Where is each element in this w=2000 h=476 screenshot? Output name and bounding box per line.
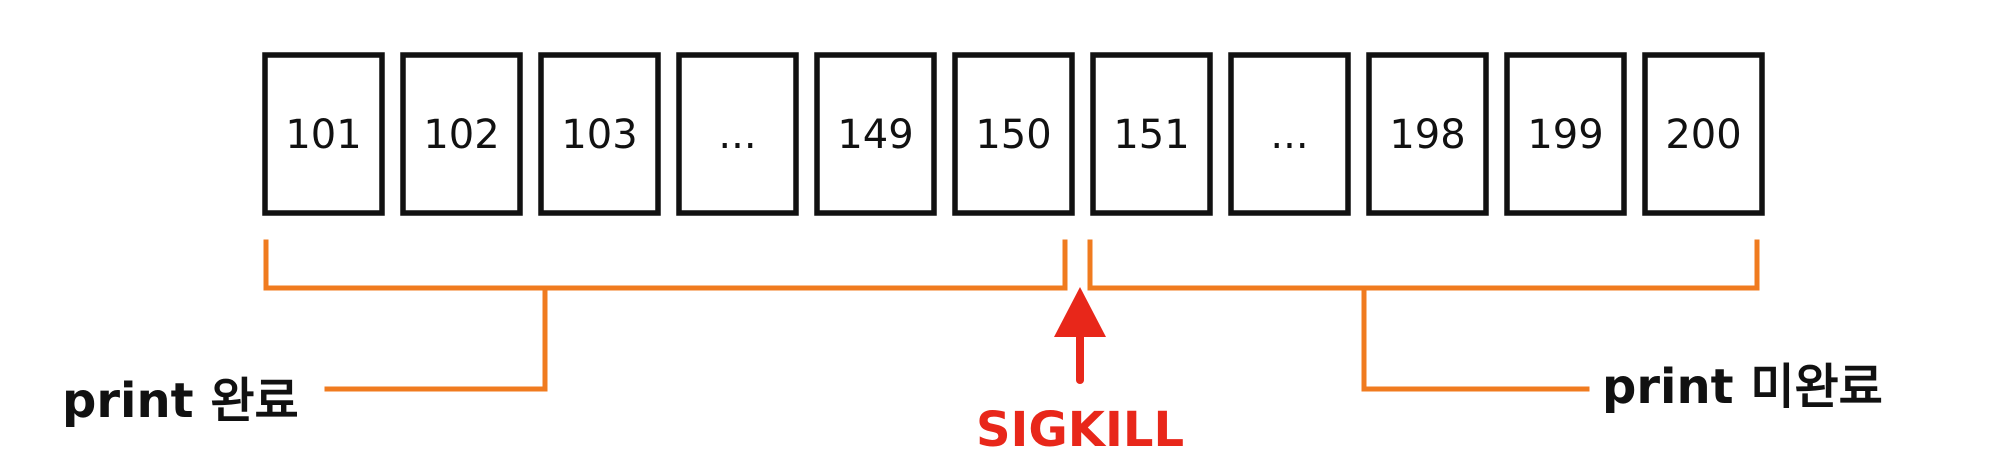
number-box: 200 <box>1642 52 1765 216</box>
not-printed-label: print 미완료 <box>1602 359 1883 415</box>
sigkill-arrow-icon <box>1054 287 1106 384</box>
number-box-frame <box>952 52 1075 216</box>
not-printed-range-leader <box>1361 285 1590 392</box>
number-box-frame <box>400 52 523 216</box>
number-box-frame <box>676 52 799 216</box>
number-box-frame <box>1504 52 1627 216</box>
number-box: 149 <box>814 52 937 216</box>
printed-range-leader <box>324 285 548 392</box>
number-box-frame <box>1090 52 1213 216</box>
number-box: 199 <box>1504 52 1627 216</box>
number-box-label: 149 <box>837 112 913 158</box>
number-box: 198 <box>1366 52 1489 216</box>
number-box-label: 150 <box>975 112 1051 158</box>
number-box-label: ... <box>718 112 756 158</box>
number-box: 150 <box>952 52 1075 216</box>
number-box-label: 199 <box>1527 112 1603 158</box>
number-box-label: 200 <box>1665 112 1741 158</box>
number-box-label: 103 <box>561 112 637 158</box>
number-box-label: 102 <box>423 112 499 158</box>
number-box-label: 101 <box>285 112 361 158</box>
not-printed-range-bracket <box>1087 239 1760 291</box>
number-box: 102 <box>400 52 523 216</box>
number-box-frame <box>814 52 937 216</box>
printed-range-bracket <box>263 239 1068 291</box>
number-box-frame <box>538 52 661 216</box>
number-box-label: 151 <box>1113 112 1189 158</box>
number-box: 151 <box>1090 52 1213 216</box>
number-box-frame <box>262 52 385 216</box>
number-box-label: 198 <box>1389 112 1465 158</box>
sigkill-label: SIGKILL <box>976 402 1184 458</box>
number-box-frame <box>1642 52 1765 216</box>
number-box-frame <box>1366 52 1489 216</box>
number-box: 101 <box>262 52 385 216</box>
number-box: 103 <box>538 52 661 216</box>
boxes-row: 101 102 103... 149 150 151... 198 199 200 <box>262 52 1765 216</box>
printed-label: print 완료 <box>62 373 299 429</box>
number-box: ... <box>676 52 799 216</box>
number-box: ... <box>1228 52 1351 216</box>
number-box-label: ... <box>1270 112 1308 158</box>
number-box-frame <box>1228 52 1351 216</box>
